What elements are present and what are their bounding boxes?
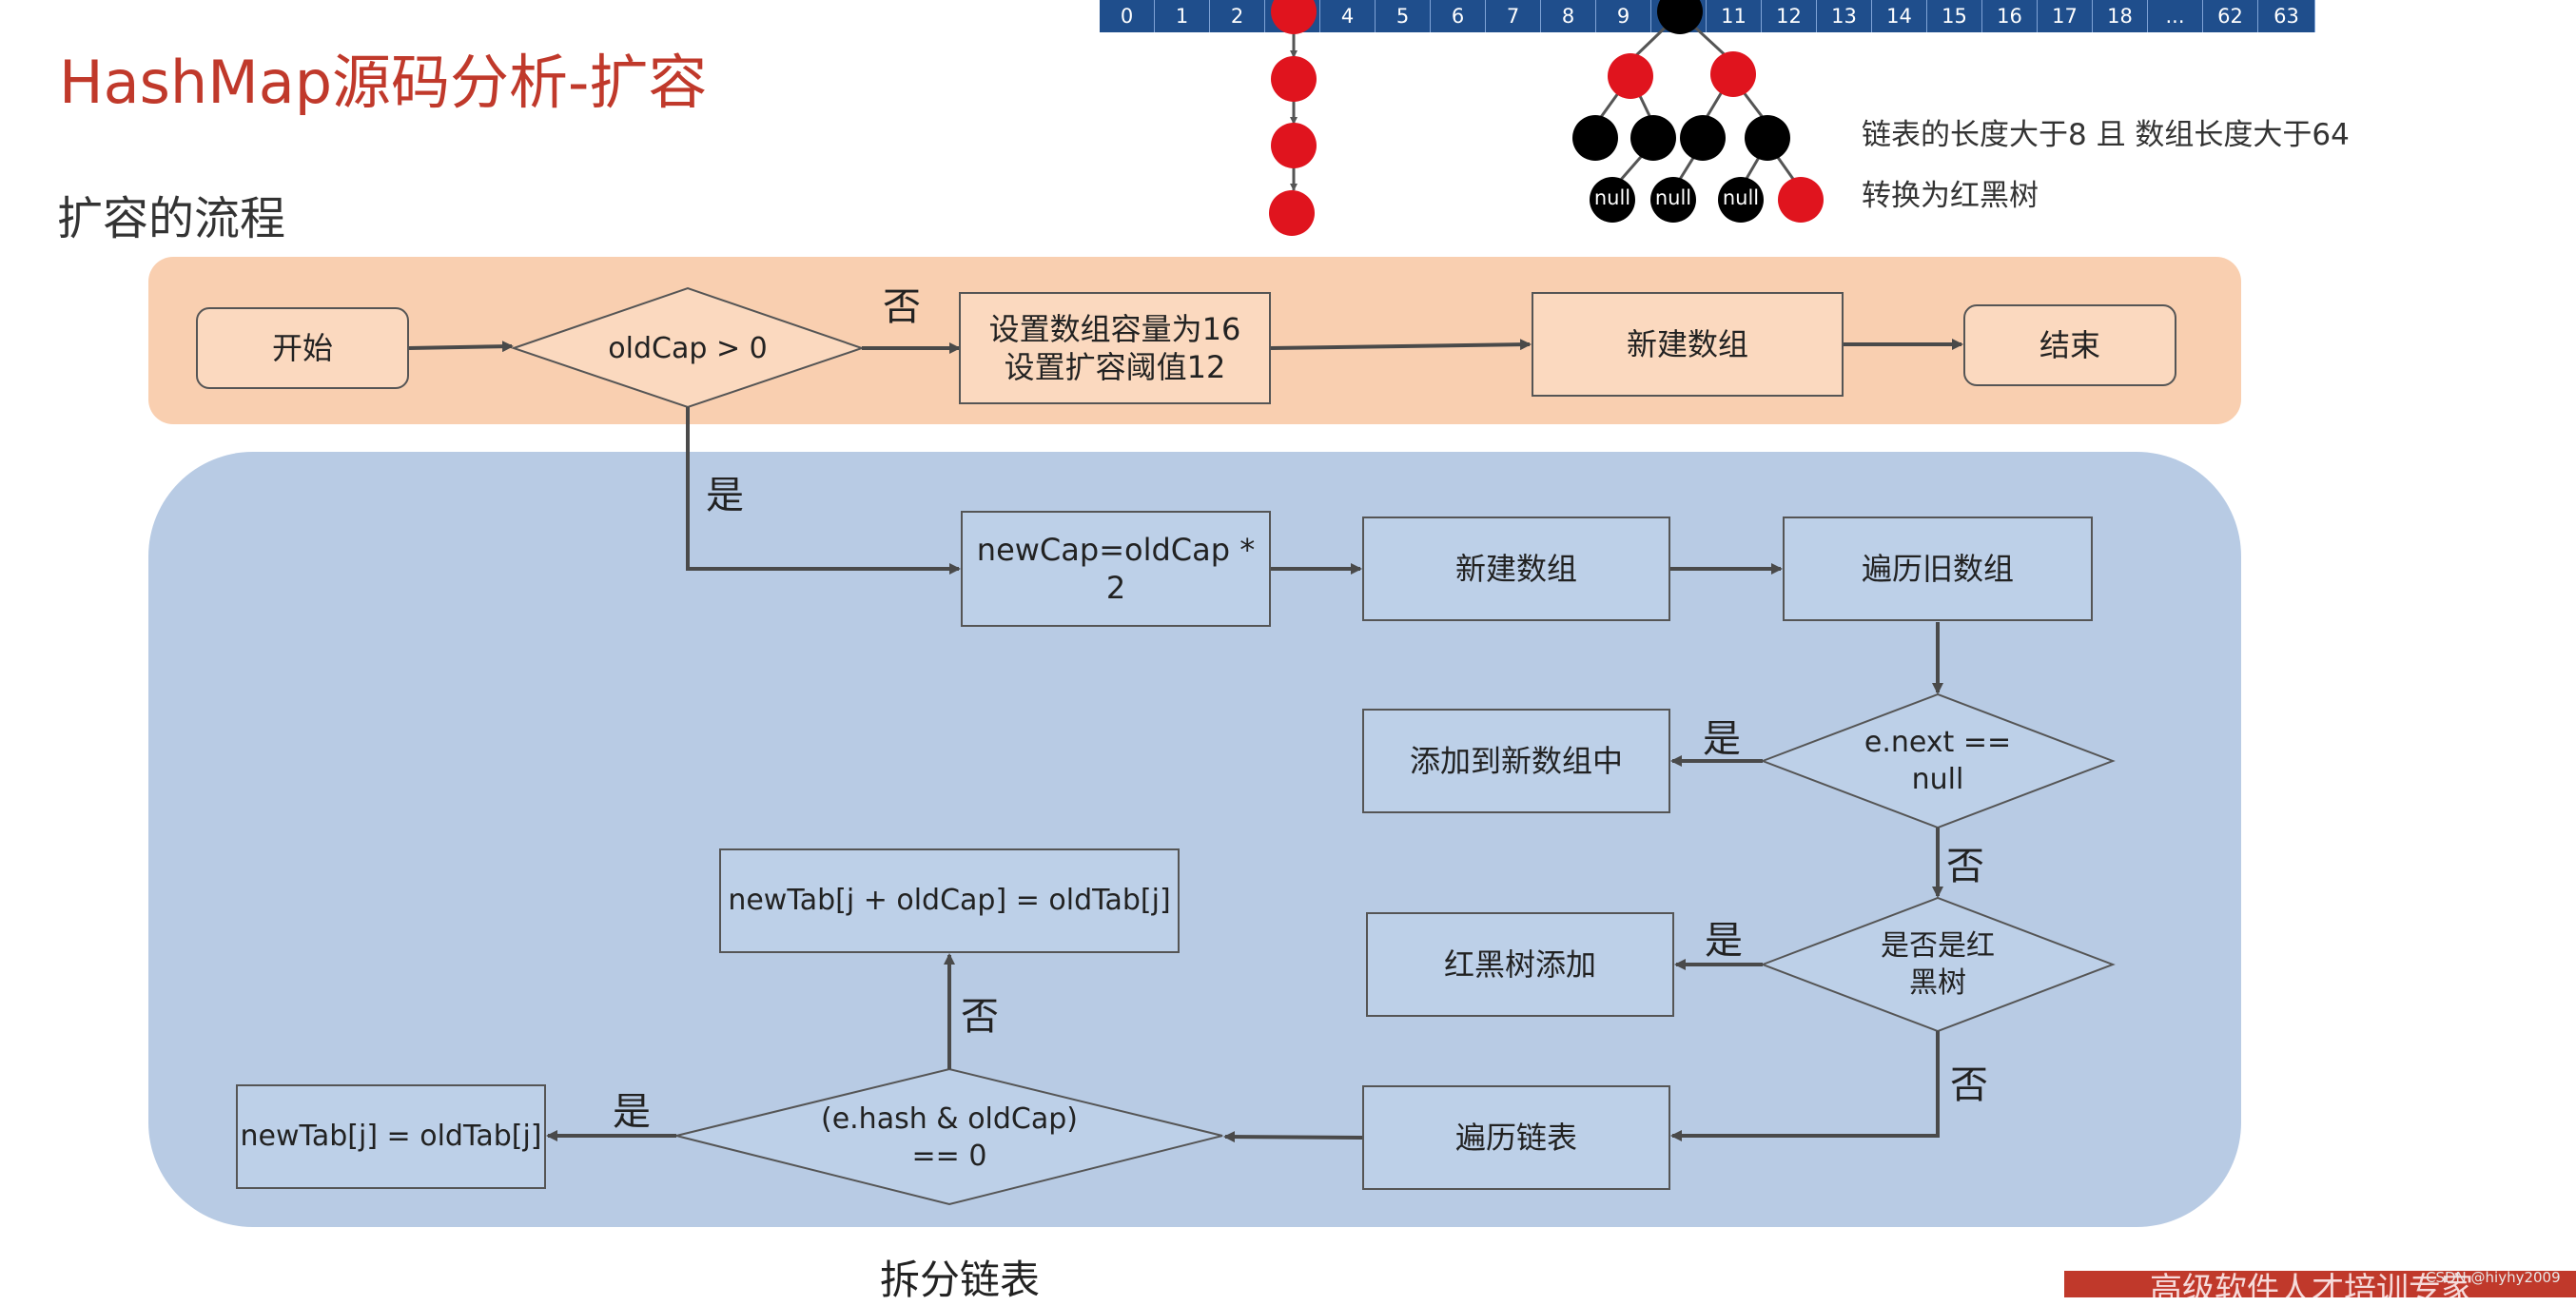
array-cell: 15	[1927, 0, 1982, 32]
watermark: CSDN @hiyhy2009	[2426, 1269, 2561, 1286]
node-iterate-old-array: 遍历旧数组	[1783, 517, 2093, 621]
tree-null-node	[1650, 177, 1696, 223]
node-assign-offset-index: newTab[j + oldCap] = oldTab[j]	[719, 848, 1180, 953]
array-cell: 62	[2203, 0, 2258, 32]
arrow	[408, 341, 514, 353]
tree-null-node	[1590, 177, 1635, 223]
tree-note-convert: 转换为红黑树	[1862, 179, 2039, 213]
decision-next-null-label: e.next == null	[1864, 726, 2012, 796]
decision-red-black	[1760, 896, 2116, 1033]
edge-label-yes: 是	[1705, 919, 1743, 963]
tree-node	[1572, 115, 1618, 161]
decision-red-black-label: 是否是红 黑树	[1881, 929, 1995, 1000]
node-end: 结束	[1963, 304, 2176, 386]
array-cell: 14	[1872, 0, 1927, 32]
edge-label-no: 否	[961, 995, 999, 1039]
tree-null-node	[1718, 177, 1764, 223]
node-assign-same-index: newTab[j] = oldTab[j]	[236, 1084, 546, 1189]
tree-node	[1710, 51, 1756, 97]
arrow	[1270, 339, 1532, 351]
split-list-caption: 拆分链表	[880, 1257, 1041, 1303]
array-cell: 1	[1155, 0, 1210, 32]
list-node	[1271, 0, 1317, 34]
tree-node	[1657, 0, 1703, 34]
linked-list-illustration	[1269, 0, 1317, 236]
brand-banner: 高级软件人才培训专家	[2064, 1271, 2576, 1297]
edge-label-no: 否	[1946, 845, 1984, 888]
array-cell: 2	[1210, 0, 1265, 32]
array-cell: 11	[1707, 0, 1762, 32]
decision-oldcap-label: oldCap > 0	[608, 331, 768, 365]
tree-node	[1745, 115, 1790, 161]
array-cell: 18	[2093, 0, 2148, 32]
array-cell: 9	[1596, 0, 1651, 32]
arrow	[1223, 1131, 1363, 1143]
node-new-cap: newCap=oldCap * 2	[961, 511, 1271, 627]
array-cell: 63	[2258, 0, 2315, 32]
arrow	[1670, 1031, 1940, 1141]
page-title: HashMap源码分析-扩容	[59, 48, 708, 117]
array-cell: 5	[1376, 0, 1431, 32]
tree-note-condition: 链表的长度大于8 且 数组长度大于64	[1862, 118, 2350, 152]
node-add-to-new-array: 添加到新数组中	[1362, 709, 1670, 813]
array-cell: 0	[1100, 0, 1155, 32]
arrow	[686, 407, 961, 575]
array-cell: 13	[1817, 0, 1872, 32]
list-node	[1271, 123, 1317, 168]
array-cell: ...	[2148, 0, 2203, 32]
array-cell: 7	[1486, 0, 1541, 32]
edge-label-yes: 是	[1703, 717, 1741, 761]
node-new-array-default: 新建数组	[1532, 292, 1844, 397]
decision-hash	[675, 1067, 1223, 1206]
node-set-default: 设置数组容量为16 设置扩容阈值12	[959, 292, 1271, 404]
node-new-array: 新建数组	[1362, 517, 1670, 621]
edge-label-yes: 是	[613, 1090, 651, 1134]
tree-node	[1778, 177, 1824, 223]
node-start: 开始	[196, 307, 409, 389]
array-cell: 8	[1541, 0, 1596, 32]
null-label: null	[1593, 186, 1631, 209]
array-cell: 4	[1320, 0, 1376, 32]
edge-label-no: 否	[1950, 1063, 1988, 1107]
array-cell: 12	[1762, 0, 1817, 32]
decision-next-null	[1760, 692, 2116, 829]
list-node	[1271, 56, 1317, 102]
tree-node	[1630, 115, 1676, 161]
node-red-black-add: 红黑树添加	[1366, 912, 1674, 1017]
null-label: null	[1654, 186, 1692, 209]
array-cell: 17	[2038, 0, 2093, 32]
edge-label-yes: 是	[706, 474, 744, 517]
section-subtitle: 扩容的流程	[57, 192, 286, 245]
list-node	[1269, 190, 1315, 236]
array-cell: 16	[1982, 0, 2038, 32]
node-iterate-list: 遍历链表	[1362, 1085, 1670, 1190]
edge-label-no: 否	[883, 285, 921, 329]
array-cell: 6	[1431, 0, 1486, 32]
null-label: null	[1722, 186, 1760, 209]
decision-hash-label: (e.hash & oldCap) == 0	[820, 1102, 1078, 1173]
tree-node	[1680, 115, 1726, 161]
red-black-tree-illustration	[1572, 0, 1824, 223]
tree-node	[1608, 53, 1653, 99]
